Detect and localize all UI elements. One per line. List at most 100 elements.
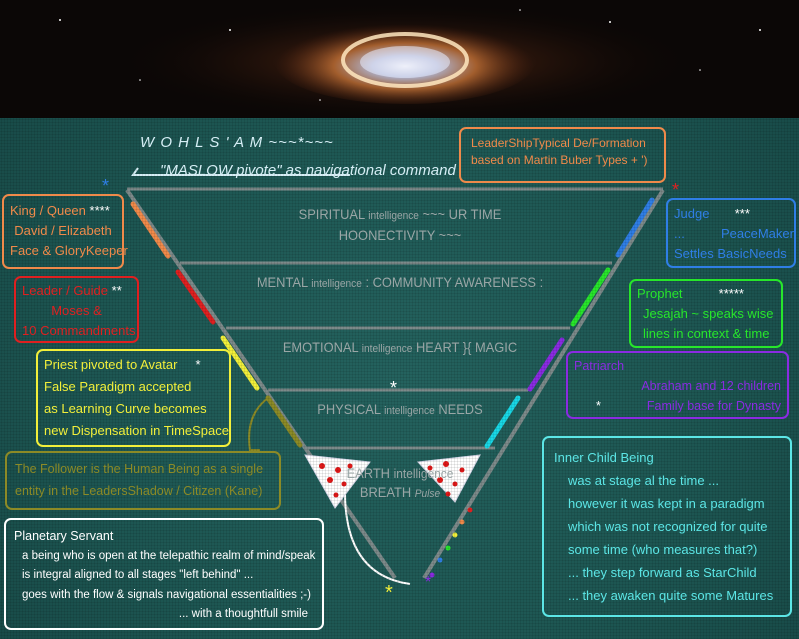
inner-child-line-7: ... they awaken quite some Matures <box>568 588 774 603</box>
leader-stars: ** <box>111 283 122 298</box>
box-king-queen: King / Queen **** David / Elizabeth Face… <box>2 194 128 269</box>
leadership-box: LeaderShipTypical De/Formation based on … <box>459 127 666 183</box>
judge-stars: *** <box>734 206 750 221</box>
segment-inner-child <box>484 395 521 449</box>
level-physical-line2: NEEDS <box>438 401 483 417</box>
leader-line-2: Moses & <box>51 303 102 318</box>
funnel-left-edge <box>125 188 397 580</box>
king-stars: **** <box>89 203 110 218</box>
follower-line-1: The Follower is the Human Being as a sin… <box>15 462 264 476</box>
marker-star-center: * <box>390 378 398 398</box>
prophet-title: Prophet <box>637 286 683 301</box>
segment-leader <box>175 269 216 325</box>
level-dividers <box>127 187 663 450</box>
segment-follower <box>265 395 303 448</box>
inner-child-line-1: Inner Child Being <box>554 450 654 465</box>
servant-line-3: is integral aligned to all stages "left … <box>22 569 254 581</box>
header-connector <box>131 167 350 176</box>
judge-line-2: PeaceMaker <box>720 226 794 241</box>
priest-stars: * <box>195 357 201 372</box>
marker-star-top-right: * <box>672 180 680 200</box>
marker-star-bottom-purple: * <box>425 574 432 591</box>
priest-line-3: as Learning Curve becomes <box>44 401 207 416</box>
inner-child-line-4: which was not recognized for quite <box>568 519 768 534</box>
level-mental-line2: : COMMUNITY AWARENESS : <box>365 274 544 290</box>
inner-child-line-6: ... they step forward as StarChild <box>568 565 757 580</box>
box-prophet: Prophet ***** Jesajah ~ speaks wise line… <box>629 279 783 348</box>
box-inner-child: Inner Child Being was at stage al the ti… <box>542 436 792 617</box>
follower-line-2: entity in the LeadersShadow / Citizen (K… <box>15 484 263 498</box>
level-spiritual: SPIRITUAL intelligence ~~~ UR TIME HOONE… <box>253 205 547 245</box>
segment-king <box>130 201 171 259</box>
nebula-banner <box>0 0 799 118</box>
judge-ellipsis: ... <box>674 226 685 241</box>
box-leader-guide: Leader / Guide ** Moses & 10 Commandment… <box>14 276 139 343</box>
segment-priest <box>220 335 260 391</box>
servant-line-1: Planetary Servant <box>14 529 114 543</box>
segment-prophet <box>570 267 611 327</box>
patriarch-title: Patriarch <box>574 359 625 373</box>
level-emotional-name: EMOTIONAL <box>282 339 359 355</box>
level-physical: PHYSICAL intelligence NEEDS <box>253 400 547 421</box>
priest-line-4: new Dispensation in TimeSpace <box>44 423 229 438</box>
level-earth-name: EARTH <box>346 465 390 481</box>
left-rainbow-segments <box>130 201 303 448</box>
right-rainbow-segments <box>484 197 655 449</box>
diagram-subtitle: "MASLOW pivote" as navigational command <box>160 162 456 179</box>
marker-star-top-left: * <box>102 176 110 196</box>
servant-connector <box>344 491 411 585</box>
judge-title: Judge <box>674 206 710 221</box>
funnel-right-edge <box>422 188 665 580</box>
segment-patriarch <box>527 337 565 392</box>
inner-child-line-2: was at stage al the time ... <box>568 473 720 488</box>
patriarch-line-3: Family base for Dynasty <box>646 399 781 413</box>
servant-line-4: goes with the flow & signals navigationa… <box>22 588 311 601</box>
level-spiritual-line2: ~~~ UR TIME HOONECTIVITY ~~~ <box>338 206 502 243</box>
marker-star-bottom: * <box>385 582 393 604</box>
leader-line-3: 10 Commandments <box>22 323 136 338</box>
nebula-inner <box>360 46 450 78</box>
king-title: King / Queen <box>10 203 86 218</box>
prophet-stars: ***** <box>718 286 744 301</box>
judge-line-3: Settles BasicNeeds <box>674 246 787 261</box>
servant-line-5: ... with a thoughtfull smile <box>178 608 308 620</box>
prophet-line-2: Jesajah ~ speaks wise <box>643 306 774 321</box>
king-line-2: David / Elizabeth <box>14 223 112 238</box>
level-physical-name: PHYSICAL <box>317 401 381 417</box>
earth-triangle-right <box>416 454 481 503</box>
level-emotional-suffix: intelligence <box>361 343 413 355</box>
leader-title: Leader / Guide <box>22 283 109 298</box>
leadership-line-1: LeaderShipTypical De/Formation <box>471 136 646 150</box>
funnel-outline <box>125 188 665 580</box>
triangle-dots <box>319 461 465 498</box>
diagram-title: W O H L S ' A M ~~~*~~~ <box>140 134 334 151</box>
inner-child-line-3: however it was kept in a paradigm <box>568 496 765 511</box>
box-follower: The Follower is the Human Being as a sin… <box>5 451 281 510</box>
rising-dots <box>429 507 473 578</box>
leadership-line-2: based on Martin Buber Types + ') <box>471 153 648 167</box>
level-earth: EARTH intelligence BREATH Pulse <box>336 464 465 504</box>
level-spiritual-suffix: intelligence <box>368 210 419 222</box>
follower-connector <box>248 397 269 451</box>
level-emotional: EMOTIONAL intelligence HEART }{ MAGIC <box>253 338 547 359</box>
box-planetary-servant: Planetary Servant a being who is open at… <box>4 518 324 630</box>
level-mental-suffix: intelligence <box>311 278 362 290</box>
level-spiritual-name: SPIRITUAL <box>298 206 365 222</box>
box-priest-avatar: Priest pivoted to Avatar * False Paradig… <box>36 349 231 447</box>
priest-line-2: False Paradigm accepted <box>44 379 192 394</box>
level-earth-line2: intelligence <box>393 466 454 481</box>
box-patriarch: Patriarch Abraham and 12 children * Famil… <box>566 351 789 419</box>
prophet-line-3: lines in context & time <box>643 326 770 341</box>
star-field <box>59 9 761 101</box>
box-judge: Judge *** ... PeaceMaker Settles BasicNe… <box>666 198 796 268</box>
level-physical-suffix: intelligence <box>384 405 435 417</box>
patriarch-star: * <box>596 399 601 413</box>
priest-title: Priest pivoted to Avatar <box>44 357 178 372</box>
inner-child-line-5: some time (who measures that?) <box>568 542 758 557</box>
level-earth-line4: Pulse <box>414 488 441 500</box>
king-line-3: Face & GloryKeeper <box>10 243 128 258</box>
level-mental: MENTAL intelligence : COMMUNITY AWARENES… <box>253 273 547 294</box>
patriarch-line-2: Abraham and 12 children <box>641 379 781 393</box>
